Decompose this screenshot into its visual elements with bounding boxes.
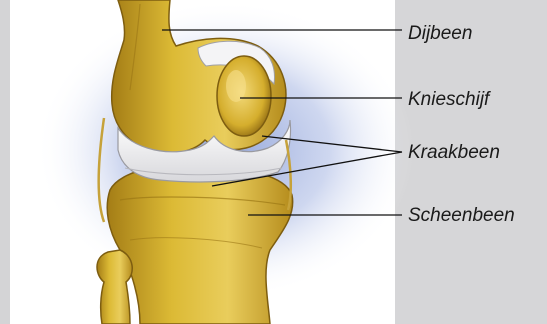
label-femur: Dijbeen [408, 24, 472, 43]
fibula-shape [97, 250, 132, 324]
tibia-shape [107, 164, 292, 324]
label-patella: Knieschijf [408, 90, 489, 109]
label-cartilage: Kraakbeen [408, 143, 500, 162]
label-tibia: Scheenbeen [408, 206, 515, 225]
patella-shape [217, 56, 271, 136]
